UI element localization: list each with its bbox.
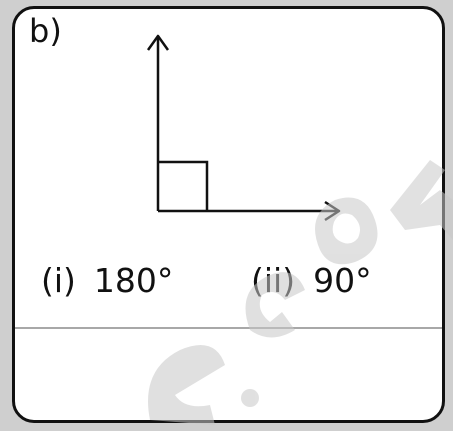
part-label: b) <box>29 12 62 50</box>
option-i-number: (i) <box>41 261 76 300</box>
option-ii-value: 90° <box>313 261 372 300</box>
answer-divider <box>15 327 442 329</box>
right-angle-marker <box>158 160 209 211</box>
question-card: b) (i) 180° (ii) 90° <box>12 6 445 423</box>
option-ii[interactable]: (ii) 90° <box>251 264 372 297</box>
option-ii-number: (ii) <box>251 261 296 300</box>
up-arrowhead-icon <box>146 34 170 51</box>
option-i-value: 180° <box>93 261 174 300</box>
right-angle-diagram <box>146 34 341 222</box>
option-i[interactable]: (i) 180° <box>41 264 173 297</box>
